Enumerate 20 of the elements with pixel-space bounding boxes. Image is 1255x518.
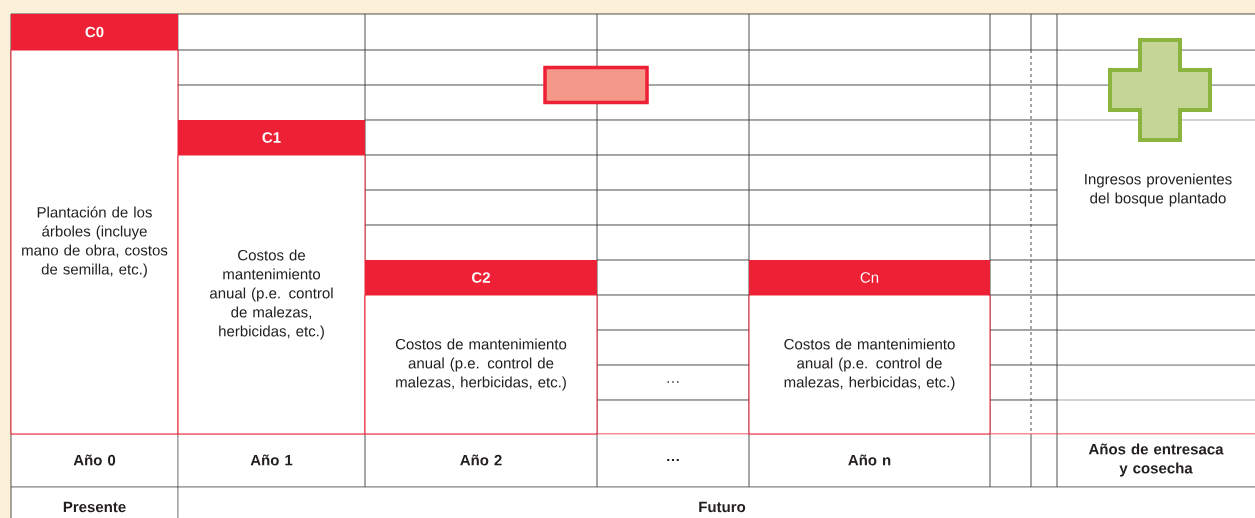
cost-box: C1 Costos de mantenimiento anual (p.e. control de malezas, herbicidas, etc.) xyxy=(177,120,366,435)
year-label: Año 0 xyxy=(73,454,116,466)
body-text: Ingresos provenientes del bosque plantado xyxy=(1085,173,1232,207)
node-label: C2 xyxy=(472,272,490,283)
ellipsis: … xyxy=(667,381,679,383)
cost-box: C2 Costos de mantenimiento anual (p.e. control de malezas, herbicidas, etc.) xyxy=(364,260,598,435)
year-label: Año n xyxy=(848,454,891,466)
cost-box: Cn Costos de mantenimiento anual (p.e. control de malezas, herbicidas, etc.) xyxy=(748,260,991,435)
year-label: Año 1 xyxy=(250,454,293,466)
year-label: Años de entresaca y cosecha xyxy=(1088,443,1224,477)
period-label: Presente xyxy=(63,501,126,513)
cost-box: C0 Plantación de los árboles (incluye mano de obra, costos de semilla, etc.) xyxy=(10,14,179,435)
year-label: Año 2 xyxy=(460,454,502,466)
node-label: Cn xyxy=(860,272,879,283)
period-label: Futuro xyxy=(699,501,746,513)
plus-sign xyxy=(1108,38,1212,142)
node-label: C1 xyxy=(262,132,281,143)
ellipsis: … xyxy=(667,458,679,462)
minus-sign xyxy=(543,65,649,105)
node-label: C0 xyxy=(85,26,104,38)
